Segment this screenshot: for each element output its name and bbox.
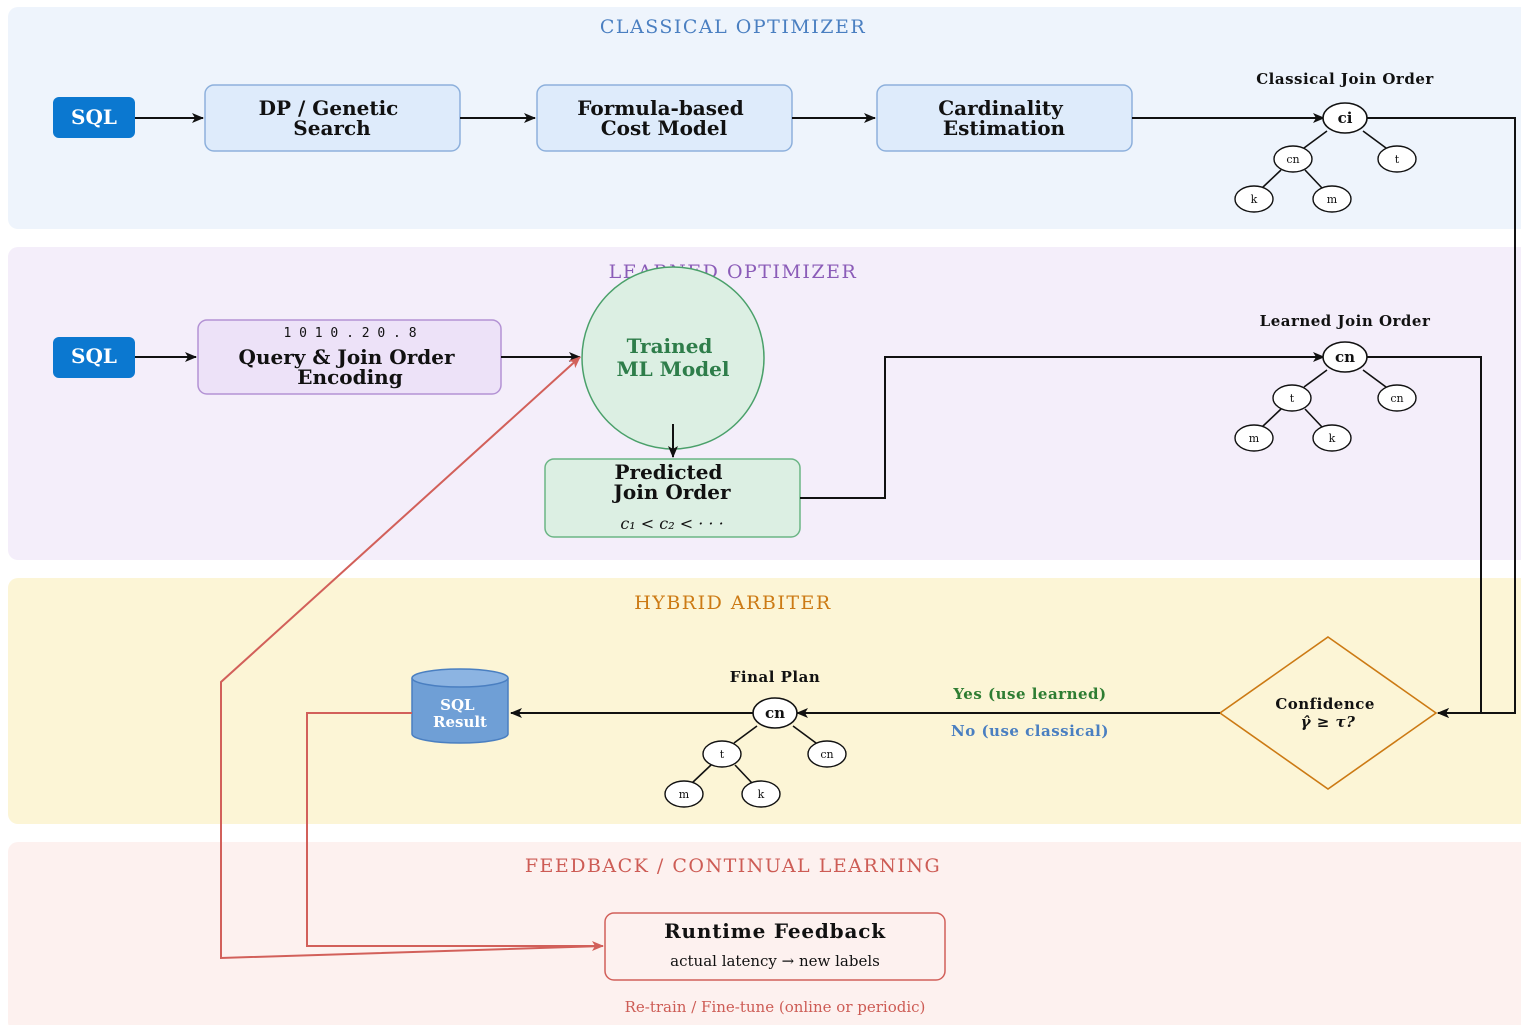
predicted-label-line2: Join Order [611, 480, 731, 504]
svg-text:Predicted Join Order: Predicted Join Order [611, 460, 731, 504]
classical-tree-left-right-label: m [1327, 193, 1338, 206]
learned-tree-left-right [1312, 424, 1352, 452]
cardinality-label-line1: Cardinality [938, 96, 1064, 120]
classical-tree-left-left [1234, 185, 1274, 213]
learned-tree-title: Learned Join Order [1260, 312, 1431, 330]
no-label: No (use classical) [951, 722, 1109, 740]
learned-sql-label: SQL [71, 344, 117, 368]
final-tree-left [702, 740, 742, 768]
confidence-label-line2: γ̂ ≥ τ? [1301, 713, 1356, 731]
arrow-learned-tree-to-confidence [1367, 356, 1482, 718]
learned-sql-node [53, 337, 135, 378]
confidence-label-line1: Confidence [1275, 695, 1375, 713]
final-tree-root-label: cn [765, 704, 785, 722]
sql-result-label-line2: Result [433, 713, 487, 731]
svg-text:Confidence γ̂ ≥ τ?: Confidence γ̂ ≥ τ? [1275, 695, 1380, 731]
final-tree-left-right [741, 780, 781, 808]
learned-tree-left [1272, 384, 1312, 412]
svg-text:DP / Genetic Search: DP / Genetic Search [259, 96, 406, 140]
final-tree-right [807, 740, 847, 768]
learned-tree-right [1377, 384, 1417, 412]
predicted-formula: c₁ < c₂ < · · · [620, 514, 723, 533]
encoding-label-line2: Encoding [297, 365, 402, 389]
confidence-diamond [1218, 636, 1438, 790]
yes-label: Yes (use learned) [952, 685, 1106, 703]
sql-result-label-line1: SQL [440, 696, 475, 714]
classical-sql-node [53, 97, 135, 138]
encoding-bits: 1 0 1 0 . 2 0 . 8 [283, 326, 416, 341]
sql-result-database-icon: SQL Result [411, 668, 509, 744]
arrow-result-to-feedback [306, 712, 604, 951]
classical-tree-root-label: ci [1338, 109, 1353, 127]
learned-tree-right-label: cn [1390, 392, 1403, 405]
learned-tree-left-label: t [1290, 392, 1295, 405]
encoding-label-line1: Query & Join Order [239, 345, 455, 369]
predicted-label-line1: Predicted [615, 460, 723, 484]
classical-panel-title: CLASSICAL OPTIMIZER [600, 16, 866, 38]
final-tree-left-right-label: k [758, 788, 765, 801]
final-tree-left-left [664, 780, 704, 808]
arrow-feedback-to-model [220, 356, 604, 960]
classical-tree-right [1377, 145, 1417, 173]
classical-sql-label: SQL [71, 105, 117, 129]
classical-tree-right-label: t [1395, 153, 1400, 166]
classical-join-tree: ci cn t k m [1234, 102, 1417, 213]
classical-tree-left-left-label: k [1251, 193, 1258, 206]
classical-tree-left [1273, 145, 1313, 173]
learned-tree-left-right-label: k [1329, 432, 1336, 445]
learned-join-tree: cn t cn m k [1234, 341, 1417, 452]
runtime-feedback-node [604, 912, 946, 981]
ml-model-label-line2: ML Model [617, 357, 730, 381]
final-tree-left-left-label: m [679, 788, 690, 801]
runtime-feedback-title: Runtime Feedback [664, 919, 886, 943]
ml-model-label-line1: Trained [627, 334, 713, 358]
hybrid-panel-title: HYBRID ARBITER [634, 592, 832, 614]
svg-text:Query & Join Order Encodin: Query & Join Order Encoding [239, 345, 462, 389]
learned-tree-root-label: cn [1335, 348, 1355, 366]
cardinality-label-line2: Estimation [943, 116, 1066, 140]
feedback-panel-title: FEEDBACK / CONTINUAL LEARNING [525, 855, 941, 877]
arrow-predicted-to-tree [800, 352, 1325, 499]
final-tree-left-label: t [720, 748, 725, 761]
retrain-label: Re-train / Fine-tune (online or periodic… [625, 998, 926, 1016]
final-plan-tree: cn t cn m k [664, 697, 847, 808]
cost-model-label-line2: Cost Model [601, 116, 728, 140]
svg-text:Formula-based Cost Model: Formula-based Cost Model [577, 96, 750, 140]
runtime-feedback-subtitle: actual latency → new labels [670, 952, 880, 970]
final-plan-title: Final Plan [730, 668, 821, 686]
svg-text:SQL Result: SQL Result [433, 696, 487, 731]
classical-tree-left-right [1312, 185, 1352, 213]
learned-tree-left-left [1234, 424, 1274, 452]
svg-text:Cardinality Estimation: Cardinality Estimation [938, 96, 1070, 140]
svg-text:Trained ML Model: Trained ML Model [617, 334, 730, 381]
cost-model-label-line1: Formula-based [577, 96, 743, 120]
classical-tree-left-label: cn [1286, 153, 1299, 166]
classical-tree-title: Classical Join Order [1256, 70, 1434, 88]
learned-tree-left-left-label: m [1249, 432, 1260, 445]
final-tree-right-label: cn [820, 748, 833, 761]
search-label-line1: DP / Genetic [259, 96, 399, 120]
search-label-line2: Search [293, 116, 371, 140]
